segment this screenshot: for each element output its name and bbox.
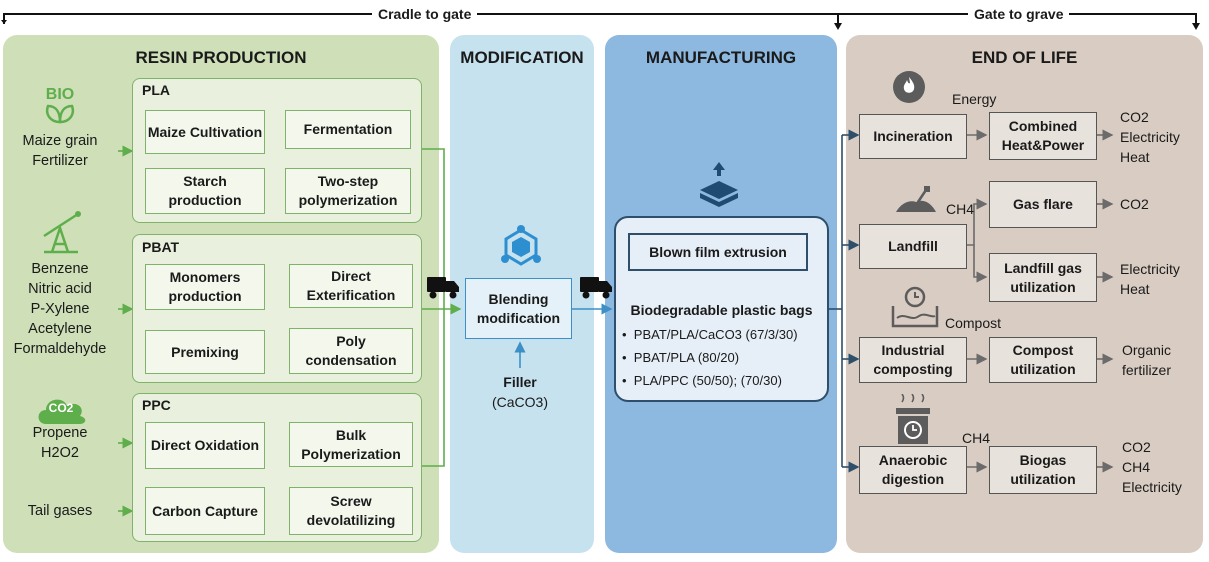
bio-leaf-icon-shape [45,104,75,124]
benzene-molecule-icon [501,225,541,266]
screw-devolatilizing-box: Screw devolatilizing [289,487,413,535]
compost-timer-icon [891,286,939,328]
filler-label: Filler [503,374,537,390]
poly-condensation-box: Poly condensation [289,328,413,374]
biogas-output-co2: CO2 [1122,439,1151,455]
fermentation-box: Fermentation [285,110,411,149]
chp-output-heat: Heat [1120,149,1150,165]
box-lift-icon [700,162,738,207]
input-propene: Propene [32,425,88,441]
truck-icon [580,277,612,299]
direct-exterification-box: Direct Exterification [289,264,413,308]
direct-oxidation-box: Direct Oxidation [145,422,265,469]
biogas-utilization-box: Biogas utilization [989,446,1097,494]
input-h2o2: H2O2 [41,445,79,461]
two-step-polymerization-box: Two-step polymerization [285,168,411,214]
end-of-life-title: END OF LIFE [971,48,1078,67]
chp-output-electricity: Electricity [1120,129,1180,145]
flame-icon [893,71,925,103]
bag-item: • PLA/PPC (50/50); (70/30) [622,373,782,388]
lfg-output-electricity: Electricity [1120,261,1180,277]
landfill-ch4-label: CH4 [946,201,975,217]
input-p-xylene: P-Xylene [30,301,90,317]
input-nitric-acid: Nitric acid [28,281,92,297]
incineration-box: Incineration [859,114,967,159]
landfill-shovel-icon [896,186,936,212]
premixing-box: Premixing [145,330,265,374]
truck-icon [427,277,459,299]
combined-heat-power-box: Combined Heat&Power [989,112,1097,160]
pbat-label: PBAT [142,239,180,255]
cradle-to-gate-label: Cradle to gate [372,6,478,22]
blending-modification-box: Blending modification [465,278,572,339]
ppc-label: PPC [142,397,171,413]
pla-label: PLA [142,82,170,98]
gas-flare-output: CO2 [1120,196,1149,212]
compost-utilization-box: Compost utilization [989,337,1097,383]
oil-pump-icon [43,211,81,254]
digester-icon [896,394,930,444]
compost-output-fertilizer: fertilizer [1122,362,1172,378]
gas-flare-box: Gas flare [989,181,1097,228]
maize-cultivation-box: Maize Cultivation [145,110,265,154]
biogas-output-electricity: Electricity [1122,479,1182,495]
bags-title: Biodegradable plastic bags [630,302,813,318]
starch-production-box: Starch production [145,168,265,214]
anaerobic-ch4-label: CH4 [962,430,991,446]
input-tail-gases: Tail gases [27,503,93,519]
co2-cloud-icon [38,399,86,424]
bulk-polymerization-box: Bulk Polymerization [289,422,413,467]
energy-label: Energy [952,91,997,107]
modification-title: MODIFICATION [460,48,584,67]
chp-output-co2: CO2 [1120,109,1149,125]
input-formaldehyde: Formaldehyde [13,341,107,357]
gate-to-grave-label: Gate to grave [968,6,1070,22]
manufacturing-title: MANUFACTURING [645,48,797,67]
input-maize-grain: Maize grain [22,133,98,149]
compost-label: Compost [945,315,1002,331]
biogas-output-ch4: CH4 [1122,459,1151,475]
bag-item: • PBAT/PLA/CaCO3 (67/3/30) [622,327,798,342]
carbon-capture-box: Carbon Capture [145,487,265,535]
industrial-composting-box: Industrial composting [859,337,967,383]
lfg-output-heat: Heat [1120,281,1150,297]
anaerobic-digestion-box: Anaerobic digestion [859,446,967,494]
resin-production-title: RESIN PRODUCTION [135,48,307,67]
input-fertilizer: Fertilizer [32,153,88,169]
compost-output-organic: Organic [1122,342,1172,358]
monomers-production-box: Monomers production [145,264,265,310]
bio-leaf-icon: BIO [45,86,75,103]
landfill-gas-utilization-box: Landfill gas utilization [989,253,1097,302]
co2-cloud-label: CO2 [48,401,74,415]
blown-film-extrusion-box: Blown film extrusion [628,233,808,271]
input-benzene: Benzene [31,261,89,277]
input-acetylene: Acetylene [28,321,92,337]
filler-formula: (CaCO3) [491,394,548,410]
bag-item: • PBAT/PLA (80/20) [622,350,740,365]
landfill-box: Landfill [859,224,967,269]
